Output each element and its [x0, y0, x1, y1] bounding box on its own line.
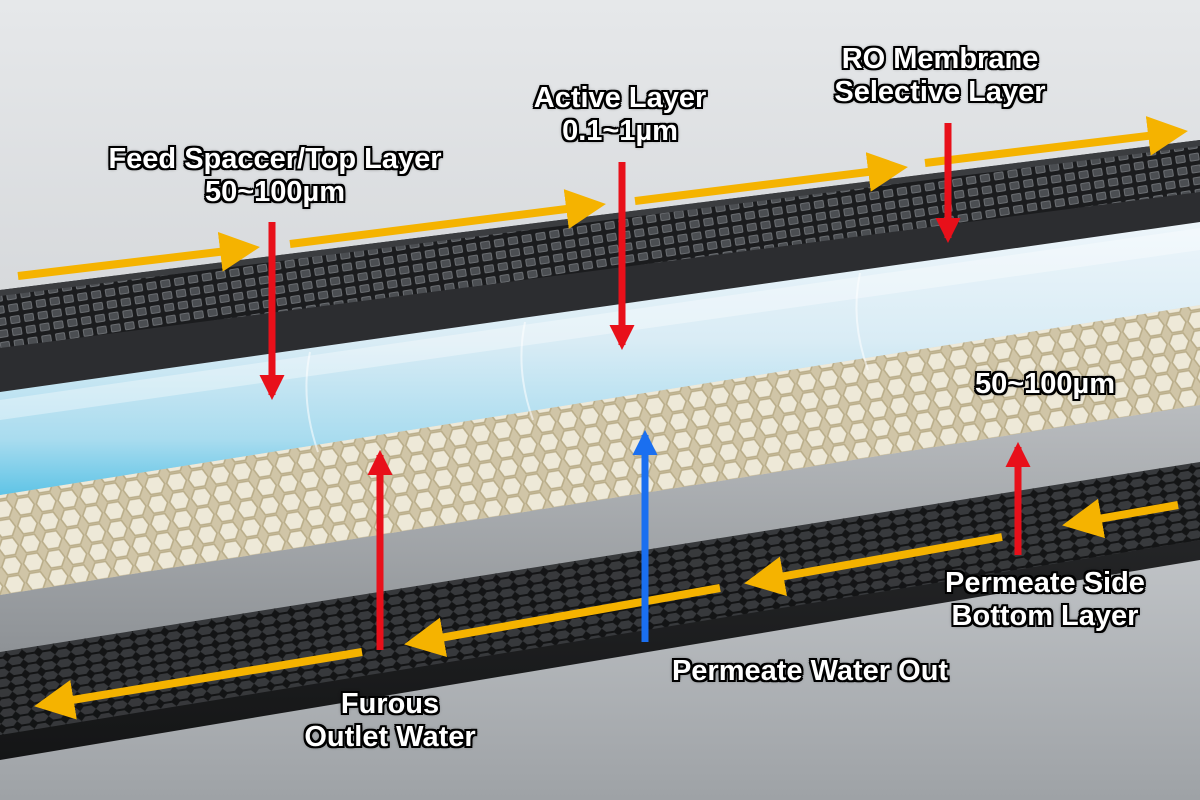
feed-flow-arrows [17, 116, 1188, 280]
layer-pointer-arrows [259, 123, 1031, 650]
feed-spacer-mesh-layer [0, 140, 1200, 348]
support-thickness-label: 50~100µm [940, 368, 1150, 401]
honeycomb-shade [0, 305, 1200, 595]
honeycomb-support-layer [0, 305, 1200, 595]
feed-arrow-1 [17, 231, 260, 280]
feed-spacer-label-line1: Feed Spaccer/Top Layer [108, 143, 442, 175]
feed-arrow-4 [924, 116, 1188, 167]
outlet-arrow-3 [404, 584, 721, 658]
ro-membrane-label: RO Membrane Selective Layer [805, 43, 1075, 109]
furous-outlet-label-line1: Furous [340, 688, 440, 720]
feed-spacer-label: Feed Spaccer/Top Layer 50~100µm [75, 143, 475, 209]
outlet-flow-arrows [34, 498, 1179, 720]
outlet-arrow-2 [744, 533, 1003, 597]
ro-membrane-label-line2: Selective Layer [834, 76, 1046, 108]
active-layer-highlight [0, 228, 1200, 420]
furous-outlet-label: Furous Outlet Water [270, 688, 510, 754]
support-thickness-label-line1: 50~100µm [974, 368, 1116, 400]
permeate-water-out-label-line1: Permeate Water Out [671, 655, 949, 687]
feed-spacer-label-line2: 50~100µm [204, 176, 346, 208]
active-layer-label-line2: 0.1~1µm [562, 115, 678, 147]
feed-arrow-2 [289, 189, 606, 248]
active-layer-seams [305, 272, 869, 453]
top-foam-layer [0, 190, 1200, 392]
permeate-water-out-label: Permeate Water Out [635, 655, 985, 688]
active-layer [0, 215, 1200, 495]
permeate-side-label-line1: Permeate Side [945, 567, 1145, 599]
outlet-arrow-4 [34, 648, 363, 720]
furous-outlet-label-line2: Outlet Water [304, 721, 476, 753]
outlet-arrow-1 [1062, 498, 1179, 539]
permeate-side-label: Permeate Side Bottom Layer [915, 567, 1175, 633]
feed-arrow-3 [634, 152, 908, 205]
ro-membrane-label-line1: RO Membrane [841, 43, 1039, 75]
active-layer-label-line1: Active Layer [533, 82, 707, 114]
active-layer-label: Active Layer 0.1~1µm [500, 82, 740, 148]
permeate-side-label-line2: Bottom Layer [951, 600, 1139, 632]
grey-backing-layer [0, 405, 1200, 652]
